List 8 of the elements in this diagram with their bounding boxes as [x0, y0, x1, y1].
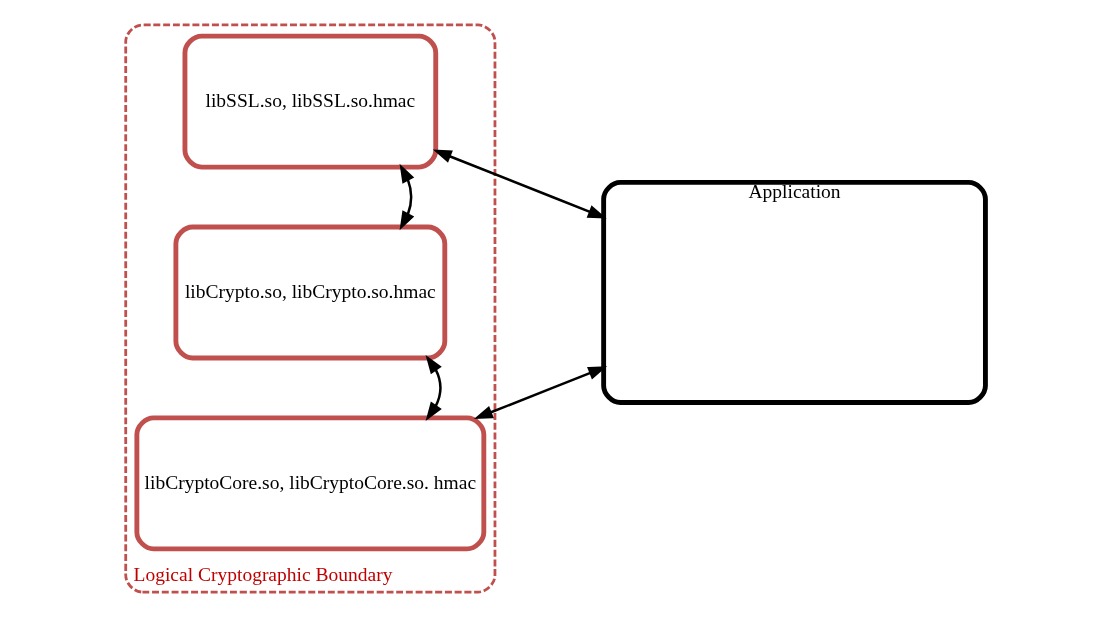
node-box: libCrypto.so, libCrypto.so.hmac: [172, 224, 447, 361]
arrow: [425, 354, 442, 421]
node-box: Application: [600, 179, 988, 405]
node-box: libSSL.so, libSSL.so.hmac: [182, 33, 438, 170]
arrow: [399, 163, 414, 231]
arrow: [432, 149, 607, 219]
node-box: libCryptoCore.so, libCryptoCore.so. hmac: [133, 415, 486, 552]
arrow: [473, 366, 607, 420]
